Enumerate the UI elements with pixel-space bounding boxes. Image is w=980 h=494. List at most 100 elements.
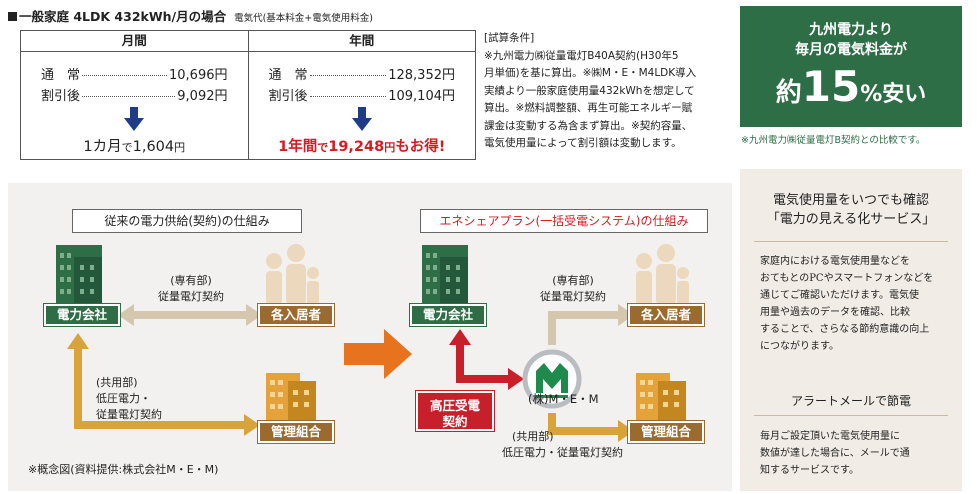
row-label: 割引後 xyxy=(41,89,81,104)
description-line: 家庭内における電気使用量などを xyxy=(760,256,910,267)
row-value: 10,696円 xyxy=(169,68,228,83)
conditions-line: ※九州電力㈱従量電灯B40A契約(H30年5 xyxy=(484,49,679,62)
leader-dots xyxy=(82,75,167,76)
leader-dots xyxy=(309,96,387,97)
residents-label: 各入居者 xyxy=(257,303,335,327)
label-line: 従量電灯契約 xyxy=(540,290,606,303)
result-unit: 円 xyxy=(174,141,186,154)
service-title-line: 「電力の見える化サービス」 xyxy=(766,212,936,227)
result-particle: で xyxy=(121,141,133,154)
service-info-panel: 電気使用量をいつでも確認 「電力の見える化サービス」 家庭内における電気使用量な… xyxy=(740,169,962,491)
description-line: 用量や過去のデータを確認、比較 xyxy=(760,307,910,318)
power-company-label: 電力会社 xyxy=(409,303,487,327)
highlight-prefix: 約 xyxy=(775,78,802,108)
result-unit: 円 xyxy=(384,141,396,154)
arrow-to-residents-icon xyxy=(548,304,634,345)
highlight-note: ※九州電力㈱従量電灯B契約との比較です。 xyxy=(741,135,926,146)
description-line: 毎月ご設定頂いた電気使用量に xyxy=(760,431,900,442)
power-company-building-icon xyxy=(56,245,102,305)
divider xyxy=(754,415,948,416)
label-line: 契約 xyxy=(442,414,468,429)
divider xyxy=(754,241,948,242)
label-line: 低圧電力・従量電灯契約 xyxy=(502,446,623,459)
result-particle: で xyxy=(317,141,329,154)
description-line: することで、さらなる節約意識の向上 xyxy=(760,324,930,335)
eneshare-system-title: エネシェアプラン(一括受電システム)の仕組み xyxy=(420,209,708,233)
label-line: 高圧受電 xyxy=(429,398,480,413)
common-contract-label: (共用部) 低圧電力・ 従量電灯契約 xyxy=(96,375,162,423)
conventional-system-title: 従来の電力供給(契約)の仕組み xyxy=(72,209,302,233)
visualization-service-description: 家庭内における電気使用量などを おてもとのPCやスマートフォンなどを 通じてご確… xyxy=(760,253,948,355)
label-line: (専有部) xyxy=(552,274,594,287)
residents-label: 各入居者 xyxy=(627,303,705,327)
conditions-line: 電気使用量によって割引額は変動します。 xyxy=(484,137,682,149)
highlight-percentage: 約15%安い xyxy=(740,62,962,111)
result-period: 1年間 xyxy=(278,139,318,155)
result-amount: 19,248 xyxy=(328,139,385,155)
row-label: 通 常 xyxy=(268,68,308,83)
management-building-icon xyxy=(266,373,316,423)
leader-dots xyxy=(309,75,387,76)
management-label: 管理組合 xyxy=(627,420,705,444)
yearly-discount-row: 割引後 109,104円 xyxy=(269,85,456,104)
conditions-title: [試算条件] xyxy=(484,32,535,44)
private-contract-label: (専有部) 従量電灯契約 xyxy=(146,273,236,305)
calculation-conditions: [試算条件] ※九州電力㈱従量電灯B40A契約(H30年5 月単価)を基に算出。… xyxy=(484,30,724,153)
mem-company-label: (株)M・E・M xyxy=(528,392,599,406)
result-suffix: もお得! xyxy=(395,139,446,155)
monthly-savings: 1カ月で1,604円 xyxy=(21,135,248,156)
private-contract-label: (専有部) 従量電灯契約 xyxy=(528,273,618,305)
power-company-label: 電力会社 xyxy=(43,303,121,327)
label-line: 従量電灯契約 xyxy=(158,290,224,303)
result-amount: 1,604 xyxy=(132,139,175,155)
savings-highlight-box: 九州電力より 毎月の電気料金が 約15%安い xyxy=(740,6,962,127)
yearly-normal-row: 通 常 128,352円 xyxy=(269,64,456,83)
service-title-line: 電気使用量をいつでも確認 xyxy=(772,193,929,208)
conditions-line: 月単価)を基に算出。※㈱M・E・M4LDK導入 xyxy=(484,67,697,79)
conditions-line: 実績より一般家庭使用量432kWhを想定して xyxy=(484,84,695,97)
monthly-normal-row: 通 常 10,696円 xyxy=(41,64,228,83)
high-voltage-contract-label: 高圧受電 契約 xyxy=(415,390,495,432)
label-line: (専有部) xyxy=(170,274,212,287)
yearly-header: 年間 xyxy=(248,31,475,52)
system-diagram: 従来の電力供給(契約)の仕組み エネシェアプラン(一括受電システム)の仕組み 電… xyxy=(8,183,732,491)
description-line: 知するサービスです。 xyxy=(760,465,859,476)
yearly-savings: 1年間で19,248円もお得! xyxy=(249,135,476,156)
row-label: 割引後 xyxy=(268,89,308,104)
conditions-line: 算出。※燃料調整額、再生可能エネルギー賦 xyxy=(484,102,693,114)
management-label: 管理組合 xyxy=(257,420,335,444)
row-value: 109,104円 xyxy=(388,89,455,104)
diagram-graphics xyxy=(56,244,689,442)
row-value: 128,352円 xyxy=(388,68,455,83)
highlight-line2: 毎月の電気料金が xyxy=(795,42,907,58)
monthly-discount-row: 割引後 9,092円 xyxy=(41,85,228,104)
double-arrow-horizontal-icon xyxy=(118,304,262,326)
yearly-column: 年間 通 常 128,352円 割引後 109,104円 1年間で19,248円もお… xyxy=(247,31,476,159)
transition-arrow-icon xyxy=(344,329,412,379)
row-value: 9,092円 xyxy=(177,89,228,104)
description-line: につながります。 xyxy=(760,341,839,352)
arrow-down-icon xyxy=(124,107,145,131)
mem-logo-icon xyxy=(522,349,582,409)
heading-square-icon xyxy=(8,12,17,21)
highlight-suffix: %安い xyxy=(860,82,927,107)
row-label: 通 常 xyxy=(41,68,81,83)
highlight-number: 15 xyxy=(801,62,861,111)
management-building-icon xyxy=(636,373,686,423)
alert-mail-description: 毎月ご設定頂いた電気使用量に 数値が達した場合に、メールで通 知するサービスです… xyxy=(760,428,948,479)
conditions-line: 課金は変動する為含まず算出。※契約容量、 xyxy=(484,119,693,132)
label-line: 低圧電力・ xyxy=(96,392,151,405)
power-company-building-icon xyxy=(422,245,468,305)
arrow-down-icon xyxy=(351,107,372,131)
label-line: (共用部) xyxy=(512,430,554,443)
highlight-line1: 九州電力より xyxy=(809,22,893,38)
residents-icon xyxy=(266,244,319,305)
description-line: 数値が達した場合に、メールで通 xyxy=(760,448,910,459)
visualization-service-title: 電気使用量をいつでも確認 「電力の見える化サービス」 xyxy=(740,191,962,229)
residents-icon xyxy=(636,244,689,305)
label-line: (共用部) xyxy=(96,376,138,389)
diagram-note: ※概念図(資料提供:株式会社M・E・M) xyxy=(28,463,219,476)
page-heading: 一般家庭 4LDK 432kWh/月の場合電気代(基本料金+電気使用料金) xyxy=(8,6,373,25)
